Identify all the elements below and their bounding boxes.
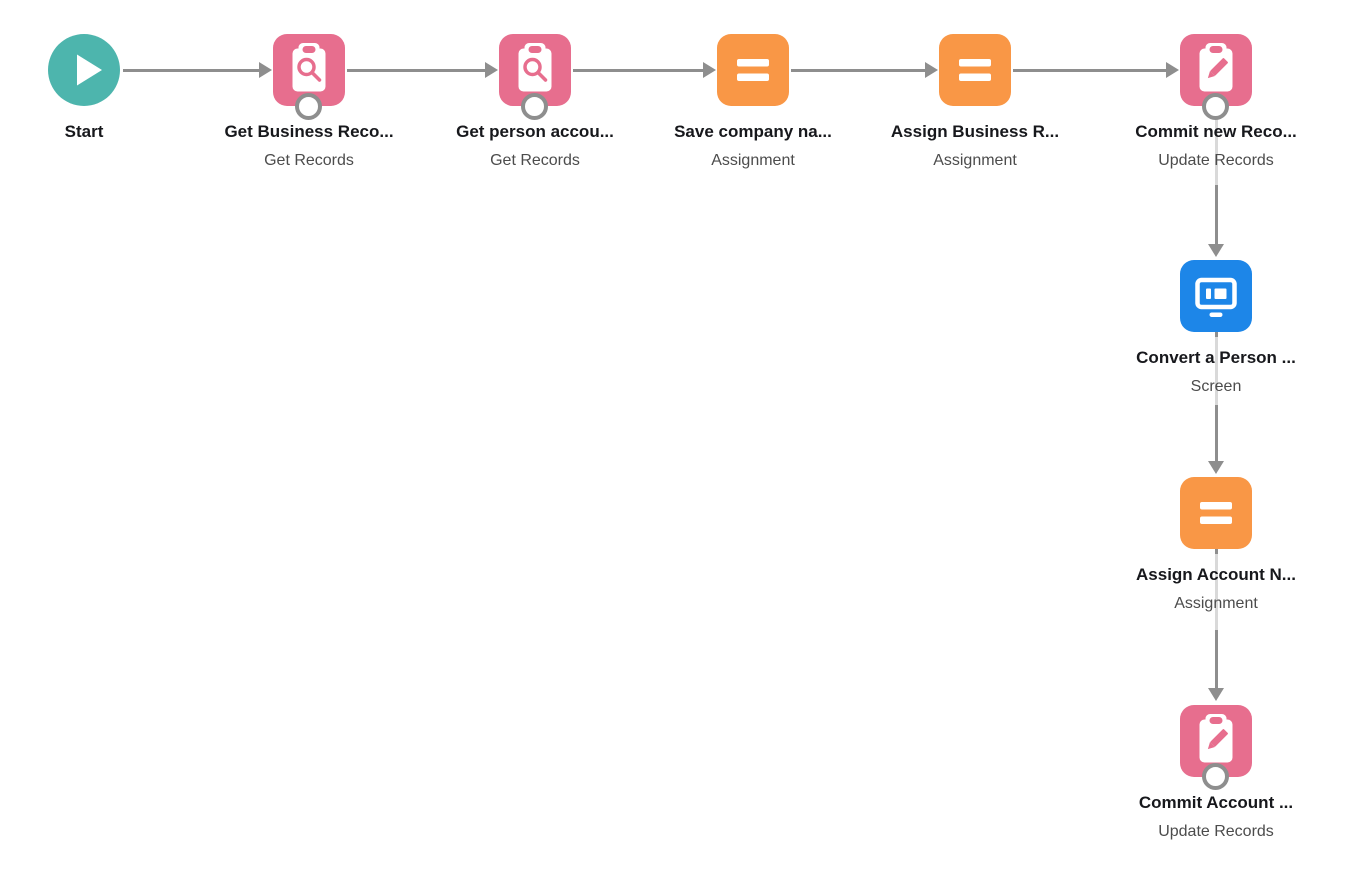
- node-label: Get person accou...: [456, 122, 614, 141]
- arrowhead-icon: [259, 62, 272, 78]
- connector-socket[interactable]: [1202, 93, 1229, 120]
- node-label: Convert a Person ...: [1136, 348, 1296, 367]
- node-type-label: Update Records: [1158, 823, 1274, 840]
- update-records-icon: [1199, 714, 1233, 763]
- node-type-label: Update Records: [1158, 152, 1274, 169]
- connector-line: [1215, 185, 1218, 244]
- flow-node-convert-a-person-screen[interactable]: [1180, 260, 1252, 332]
- node-label: Assign Account N...: [1136, 565, 1296, 584]
- node-label: Save company na...: [674, 122, 832, 141]
- flow-node-start[interactable]: [48, 34, 120, 106]
- get-records-icon: [518, 43, 552, 92]
- node-label: Commit Account ...: [1138, 793, 1294, 812]
- arrowhead-icon: [925, 62, 938, 78]
- connector-line: [1215, 630, 1218, 688]
- arrowhead-icon: [1208, 688, 1224, 701]
- arrowhead-icon: [1208, 244, 1224, 257]
- connector-line: [791, 69, 925, 72]
- flow-node-get-business-records[interactable]: [273, 34, 345, 106]
- node-label: Get Business Reco...: [224, 122, 394, 141]
- flow-node-save-company-name[interactable]: [717, 34, 789, 106]
- flow-node-assign-account-name[interactable]: [1180, 477, 1252, 549]
- node-type-label: Assignment: [933, 152, 1017, 169]
- node-type-label: Screen: [1190, 378, 1242, 395]
- connector-line: [347, 69, 485, 72]
- node-type-label: Get Records: [264, 152, 354, 169]
- node-label: Assign Business R...: [890, 122, 1060, 141]
- screen-icon: [1195, 277, 1237, 317]
- connector-line: [1215, 332, 1218, 337]
- arrowhead-icon: [1208, 461, 1224, 474]
- node-label: Commit new Reco...: [1135, 122, 1297, 141]
- flow-node-assign-business-record[interactable]: [939, 34, 1011, 106]
- connector-line: [1013, 69, 1166, 72]
- connector-line: [573, 69, 703, 72]
- assignment-icon: [959, 59, 991, 81]
- connector-line: [1215, 405, 1218, 461]
- node-type-label: Assignment: [1174, 595, 1258, 612]
- node-label: Start: [64, 122, 104, 141]
- connector-socket[interactable]: [1202, 763, 1229, 790]
- connector-socket[interactable]: [295, 93, 322, 120]
- node-type-label: Assignment: [711, 152, 795, 169]
- arrowhead-icon: [485, 62, 498, 78]
- assignment-icon: [1200, 502, 1232, 524]
- play-icon: [77, 54, 102, 86]
- connector-line: [123, 69, 259, 72]
- connector-socket[interactable]: [521, 93, 548, 120]
- update-records-icon: [1199, 43, 1233, 92]
- assignment-icon: [737, 59, 769, 81]
- connector-line: [1215, 554, 1218, 630]
- arrowhead-icon: [703, 62, 716, 78]
- arrowhead-icon: [1166, 62, 1179, 78]
- connector-line: [1215, 337, 1218, 405]
- node-type-label: Get Records: [490, 152, 580, 169]
- get-records-icon: [292, 43, 326, 92]
- connector-line: [1215, 549, 1218, 554]
- connector-line: [1215, 119, 1218, 185]
